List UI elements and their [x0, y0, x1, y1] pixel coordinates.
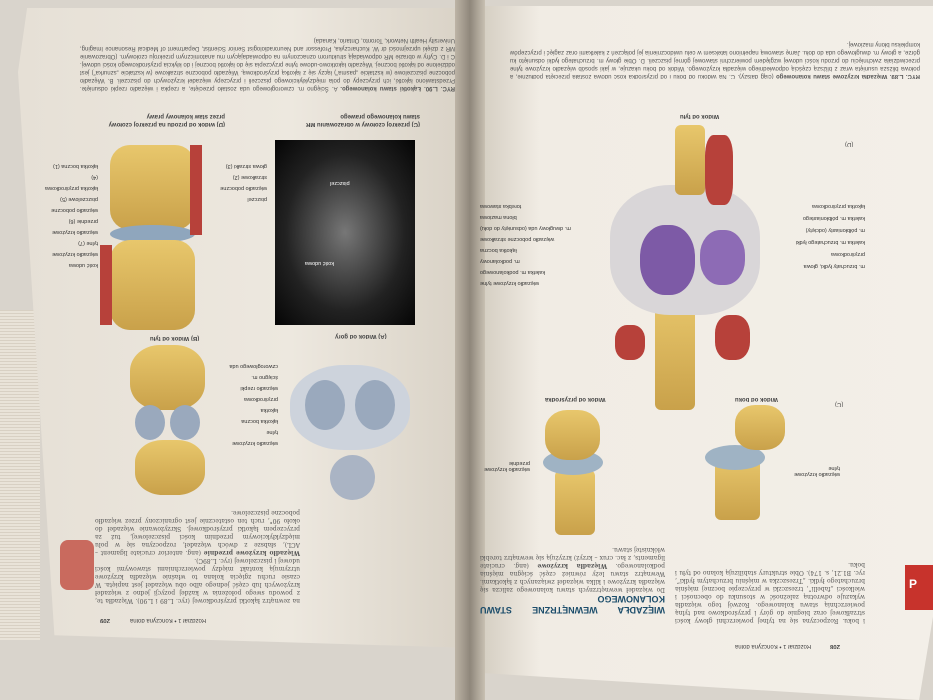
left-page	[18, 8, 473, 648]
label-acl: więzadło krzyżowe przednie	[484, 460, 530, 472]
figure-title: Widok od tyłu	[680, 113, 720, 119]
page-number: 208	[830, 643, 841, 649]
knee-superior-illustration	[285, 355, 415, 505]
page-number: 209	[100, 617, 111, 623]
knee-posterior-illustration	[595, 125, 775, 410]
figure-c-title: (C) przekrój czołowy w obrazowaniu MR st…	[305, 113, 420, 127]
knee-posterior-small-illustration	[115, 345, 215, 495]
section-title: WIĘZADŁA WEWNĘTRZNE STAWU KOLANOWEGO	[480, 594, 665, 615]
figure-c-label: (C)	[835, 401, 844, 407]
knee-medial-illustration	[535, 410, 610, 535]
figure-label: (D)	[845, 141, 854, 147]
figure-a-title: (A) Widok od góry	[335, 333, 387, 339]
knee-coronal-illustration	[100, 145, 205, 330]
left-column-left: na zewnątrz łąkotki przyśrodkowej (ryc. …	[95, 509, 300, 604]
right-column-left: WIĘZADŁA WEWNĘTRZNE STAWU KOLANOWEGO Do …	[480, 546, 665, 615]
caption-title: RYC. L.89. Więzadła krzyżowe stawu kolan…	[776, 73, 920, 79]
label-pcl: więzadło krzyżowe tylne	[794, 465, 840, 477]
right-page	[470, 6, 933, 700]
running-header: Rozdział 1 • Kończyna dolna	[735, 643, 812, 649]
running-header: Rozdział 1 • Kończyna dolna	[130, 617, 207, 623]
figure-caption: RYC. L.89. Więzadła krzyżowe stawu kolan…	[510, 40, 920, 80]
mri-image: piszczel kość udowa	[275, 140, 415, 325]
chapter-tab	[60, 540, 94, 590]
right-column-right: i boku. Rozpoczyna się na tylnej powierz…	[675, 561, 865, 624]
figure-b-title: (B) Widok od tyłu	[150, 335, 200, 341]
page-edges	[0, 310, 40, 640]
promo-sign: P	[905, 565, 933, 610]
figure-d-title: (D) widok od przodu na przekrój czołowy …	[108, 113, 225, 127]
view-lateral-title: Widok od boku	[735, 396, 778, 402]
view-medial-title: Widok od przyśrodka	[545, 396, 606, 402]
figure-caption: RYC. L.90. Łąkotki stawu kolanowego. A. …	[80, 37, 455, 91]
knee-lateral-illustration	[705, 405, 790, 520]
book-spine	[455, 0, 485, 700]
